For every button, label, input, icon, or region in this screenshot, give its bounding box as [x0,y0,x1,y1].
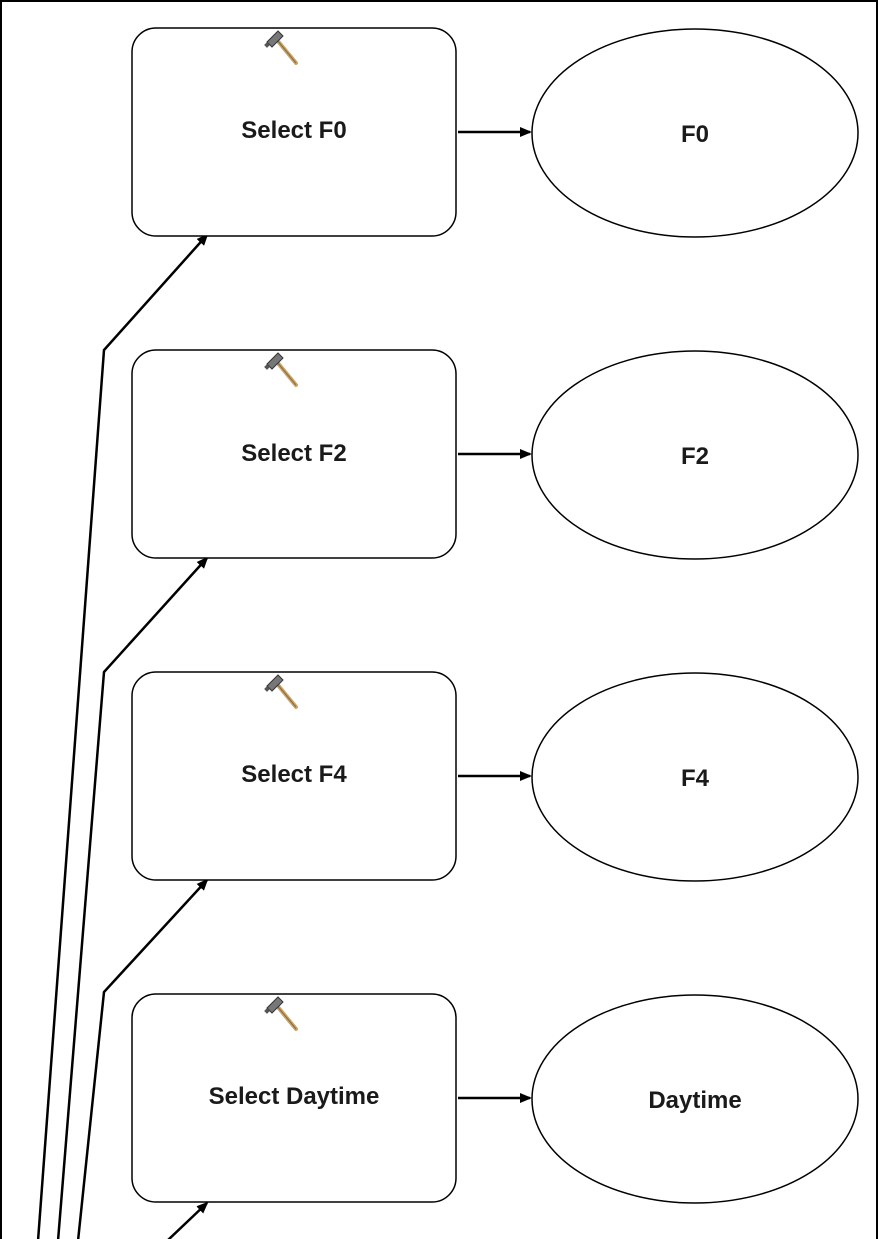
output-node[interactable]: Daytime [531,994,859,1204]
tool-label: Select F0 [241,117,346,144]
connector-to-select-daytime[interactable] [167,1201,209,1239]
output-ellipse-f0[interactable] [531,28,859,238]
output-ellipse-daytime[interactable] [531,994,859,1204]
tool-node[interactable]: Select Daytime [131,993,457,1203]
tool-box-select-daytime[interactable] [131,993,457,1203]
output-label: F0 [681,121,709,148]
tool-label: Select F4 [241,761,347,788]
output-node[interactable]: F0 [531,28,859,238]
tool-box-select-f4[interactable] [131,671,457,881]
output-label: Daytime [648,1087,741,1114]
output-label: F4 [681,765,710,792]
input-connectors [36,233,209,1239]
tool-label: Select F2 [241,440,346,467]
connector-to-select-f0[interactable] [36,233,209,1239]
tool-box-select-f2[interactable] [131,349,457,559]
output-ellipse-f2[interactable] [531,350,859,560]
output-label: F2 [681,443,709,470]
tool-node[interactable]: Select F0 [131,27,457,237]
tool-label: Select Daytime [209,1083,380,1110]
output-node[interactable]: F2 [531,350,859,560]
output-node[interactable]: F4 [531,672,859,882]
connector-to-select-f2[interactable] [56,556,209,1239]
tool-box-select-f0[interactable] [131,27,457,237]
connector-to-select-f4[interactable] [76,878,209,1239]
tool-node[interactable]: Select F2 [131,349,457,559]
tool-node[interactable]: Select F4 [131,671,457,881]
output-ellipse-f4[interactable] [531,672,859,882]
